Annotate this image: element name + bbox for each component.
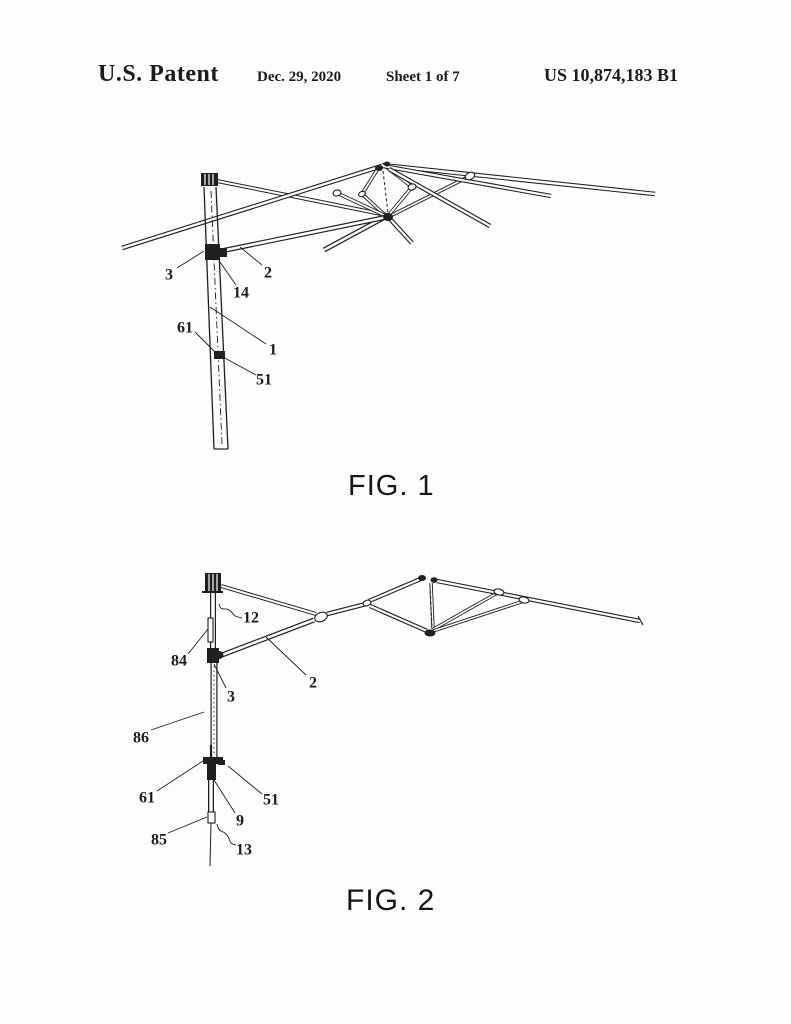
fig1-ref-numeral-2: 2 — [264, 265, 272, 282]
fig2-ref-numeral-84: 84 — [171, 653, 187, 670]
figure-2-caption: FIG. 2 — [346, 884, 436, 917]
fig2-ref-numeral-2: 2 — [309, 675, 317, 692]
fig1-ref-numeral-14: 14 — [233, 285, 249, 302]
figure-2-drawing: 12 84 2 3 86 61 51 9 85 13 — [133, 573, 644, 867]
fig2-ref-numeral-12: 12 — [243, 610, 259, 627]
fig2-ref-numeral-3: 3 — [227, 689, 235, 706]
fig2-ref-numeral-86: 86 — [133, 730, 149, 747]
fig2-ref-numeral-61: 61 — [139, 790, 155, 807]
figure-1-drawing: 3 2 14 61 1 51 — [121, 161, 656, 450]
fig2-ref-numeral-9: 9 — [236, 813, 244, 830]
patent-header-date: Dec. 29, 2020 — [257, 69, 342, 85]
fig2-ref-numeral-85: 85 — [151, 832, 167, 849]
fig1-ref-numeral-51: 51 — [256, 372, 272, 389]
fig2-ref-numeral-13: 13 — [236, 842, 252, 859]
patent-header-number: US 10,874,183 B1 — [544, 65, 679, 85]
fig2-ref-numeral-51: 51 — [263, 792, 279, 809]
patent-header-title: U.S. Patent — [98, 61, 219, 87]
fig1-ref-numeral-1: 1 — [269, 342, 277, 359]
fig1-ref-numeral-61: 61 — [177, 320, 193, 337]
figure-1-caption: FIG. 1 — [348, 470, 435, 502]
fig1-ref-numeral-3: 3 — [165, 267, 173, 284]
patent-header-sheet: Sheet 1 of 7 — [386, 69, 460, 85]
